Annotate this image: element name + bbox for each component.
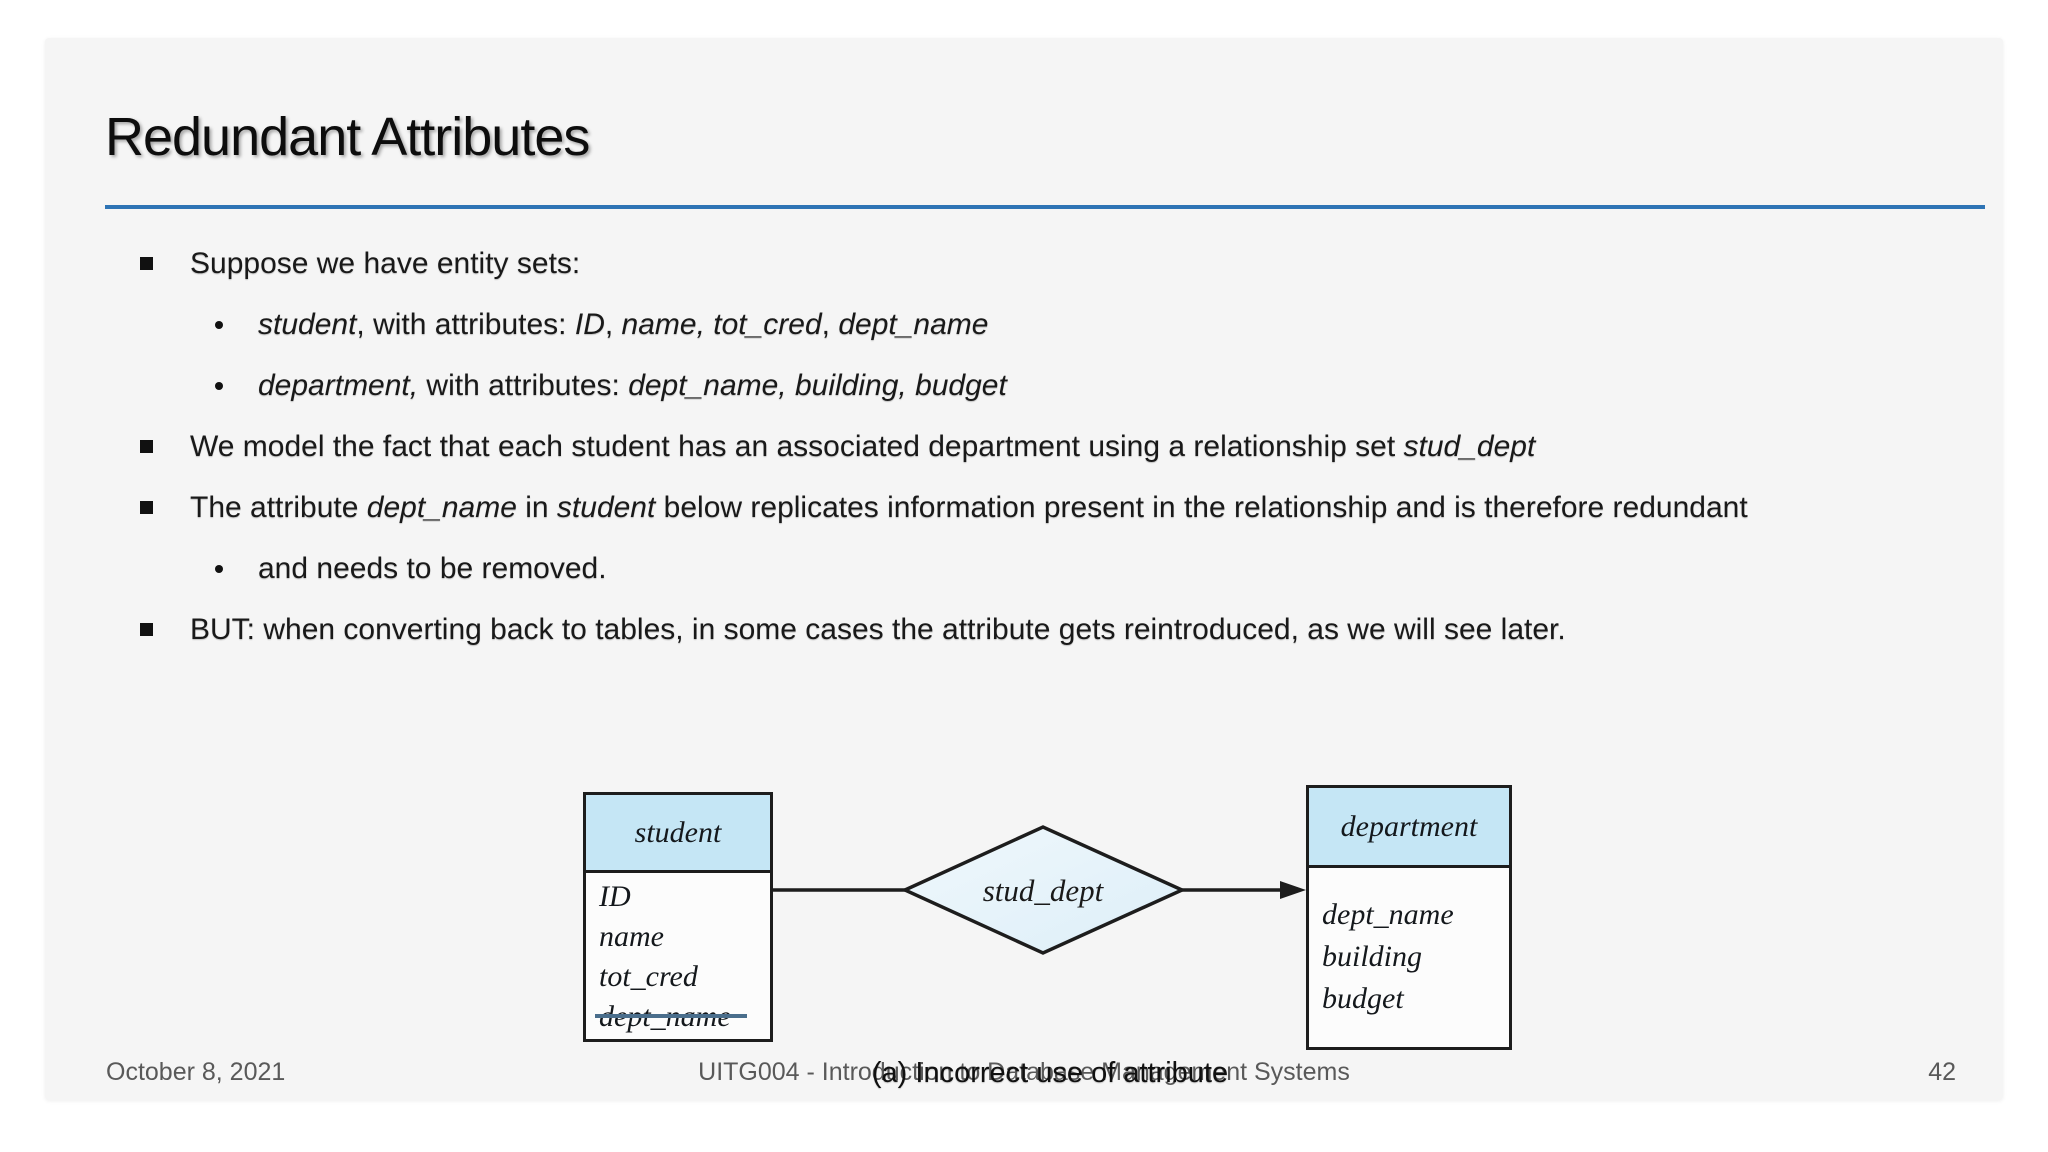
relationship-label: stud_dept [983,873,1105,908]
figure-caption: (a) Incorrect use of attribute [871,1057,1229,1089]
attribute-line: tot_cred [599,957,770,997]
bullet-marker-icon [140,599,190,660]
bullet-marker-icon [215,538,258,599]
attribute-line: dept_name [595,997,770,1037]
attribute-text-struck: dept_name [595,997,747,1037]
entity-department-attributes: dept_name building budget [1309,868,1509,1020]
bullet-item: and needs to be removed. [0,538,2048,599]
entity-student-header: student [586,795,770,873]
footer-page-number: 42 [1928,1058,1956,1086]
attribute-text: budget [1322,982,1404,1015]
arrowhead-icon [1280,881,1306,899]
attribute-line: building [1322,936,1509,978]
entity-department-title: department [1340,809,1478,843]
bullet-text: The attribute dept_name in student below… [190,491,1748,524]
bullet-item: BUT: when converting back to tables, in … [0,599,2048,660]
bullet-list: Suppose we have entity sets: student, wit… [0,233,2048,660]
entity-department-header: department [1309,788,1509,868]
attribute-text: building [1322,940,1423,973]
er-diagram-svg: stud_dept [773,825,1306,955]
attribute-text: tot_cred [599,960,698,993]
bullet-text: department, with attributes: dept_name, … [258,369,1007,402]
bullet-marker-icon [140,477,190,538]
attribute-line: budget [1322,978,1509,1020]
entity-student: student ID name tot_cred dept_name [583,792,773,1042]
bullet-marker-icon [140,416,190,477]
bullet-marker-icon [140,233,190,294]
attribute-line: name [599,917,770,957]
bullet-text: student, with attributes: ID, name, tot_… [258,308,989,341]
slide-title: Redundant Attributes [105,107,590,167]
title-underline [105,205,1985,209]
footer-course: UITG004 - Introduction to Database Manag… [698,1058,1350,1086]
attribute-text: dept_name [1322,898,1454,931]
entity-student-title: student [634,815,722,849]
bullet-item: student, with attributes: ID, name, tot_… [0,294,2048,355]
bullet-text: Suppose we have entity sets: [190,247,581,280]
bullet-item: Suppose we have entity sets: [0,233,2048,294]
bullet-marker-icon [215,355,258,416]
attribute-text: name [599,920,664,953]
entity-department: department dept_name building budget [1306,785,1512,1050]
entity-student-attributes: ID name tot_cred dept_name [586,873,770,1037]
bullet-item: We model the fact that each student has … [0,416,2048,477]
bullet-marker-icon [215,294,258,355]
footer-date: October 8, 2021 [106,1058,286,1086]
bullet-item: The attribute dept_name in student below… [0,477,2048,538]
attribute-text: ID [599,880,631,913]
bullet-text: BUT: when converting back to tables, in … [190,613,1566,646]
attribute-line: ID [599,877,770,917]
attribute-line: dept_name [1322,894,1509,936]
bullet-item: department, with attributes: dept_name, … [0,355,2048,416]
bullet-text: and needs to be removed. [258,552,607,585]
bullet-text: We model the fact that each student has … [190,430,1536,463]
